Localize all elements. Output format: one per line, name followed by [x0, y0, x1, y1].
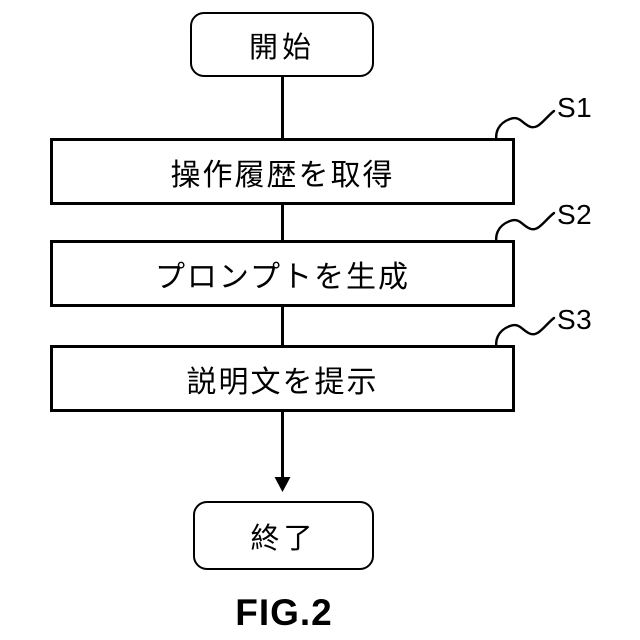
node-step3-label: 説明文を提示	[186, 365, 379, 399]
figure-caption: FIG.2	[235, 592, 333, 633]
node-start-label: 開始	[248, 31, 315, 64]
node-end-label: 終了	[250, 522, 317, 555]
node-step2: プロンプトを生成	[50, 240, 515, 307]
node-start: 開始	[190, 12, 374, 77]
leader-squiggle-s3	[495, 316, 556, 358]
node-step2-label: プロンプトを生成	[154, 260, 411, 294]
leader-squiggle-s1	[495, 109, 556, 151]
step-label-s2: S2	[557, 199, 593, 230]
step-label-s3: S3	[557, 304, 593, 335]
node-step3: 説明文を提示	[50, 345, 515, 412]
node-end: 終了	[193, 501, 374, 570]
leader-squiggle-s2	[495, 211, 556, 253]
node-step1-label: 操作履歴を取得	[170, 158, 395, 192]
step-label-s1: S1	[557, 92, 593, 123]
arrowhead-down-icon	[274, 477, 291, 492]
node-step1: 操作履歴を取得	[50, 138, 515, 205]
